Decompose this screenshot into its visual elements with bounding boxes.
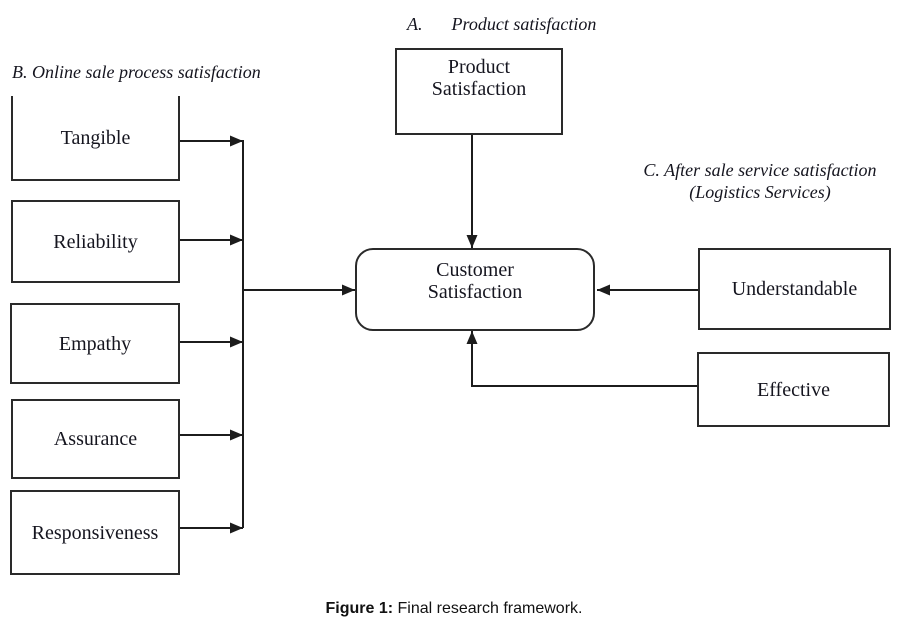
node-responsiveness-label: Responsiveness — [31, 521, 159, 544]
node-customer-satisfaction-line2: Satisfaction — [427, 281, 523, 303]
node-product-satisfaction-line2: Satisfaction — [431, 78, 527, 100]
figure-caption-text: Final research framework. — [393, 600, 583, 617]
node-understandable: Understandable — [698, 248, 891, 330]
node-understandable-label: Understandable — [731, 278, 858, 300]
node-tangible: Tangible — [11, 96, 180, 181]
node-customer-satisfaction: Customer Satisfaction — [355, 248, 595, 331]
node-customer-satisfaction-line1: Customer — [436, 259, 514, 281]
node-responsiveness: Responsiveness — [10, 490, 180, 575]
section-a-prefix: A. — [407, 14, 423, 34]
node-effective: Effective — [697, 352, 890, 427]
node-empathy: Empathy — [10, 303, 180, 384]
node-reliability-label: Reliability — [53, 230, 138, 253]
node-empathy-label: Empathy — [58, 332, 132, 355]
figure-caption: Figure 1: Final research framework. — [0, 600, 908, 618]
node-product-satisfaction: Product Satisfaction — [395, 48, 563, 135]
arrow-effective-to-customer — [466, 331, 697, 387]
node-effective-label: Effective — [757, 378, 830, 401]
node-reliability: Reliability — [11, 200, 180, 283]
section-c-line1: C. After sale service satisfaction — [643, 160, 877, 180]
node-assurance-label: Assurance — [53, 428, 138, 450]
figure-caption-prefix: Figure 1: — [325, 600, 394, 617]
section-b-label: B. Online sale process satisfaction — [12, 62, 261, 82]
node-product-satisfaction-line1: Product — [447, 56, 511, 78]
section-c-line2: (Logistics Services) — [689, 182, 831, 202]
section-a-title: Product satisfaction — [451, 14, 597, 34]
section-a-label: A. Product satisfaction — [407, 13, 596, 35]
node-tangible-label: Tangible — [60, 126, 131, 149]
section-c-label: C. After sale service satisfaction (Logi… — [612, 159, 908, 203]
node-assurance: Assurance — [11, 399, 180, 479]
